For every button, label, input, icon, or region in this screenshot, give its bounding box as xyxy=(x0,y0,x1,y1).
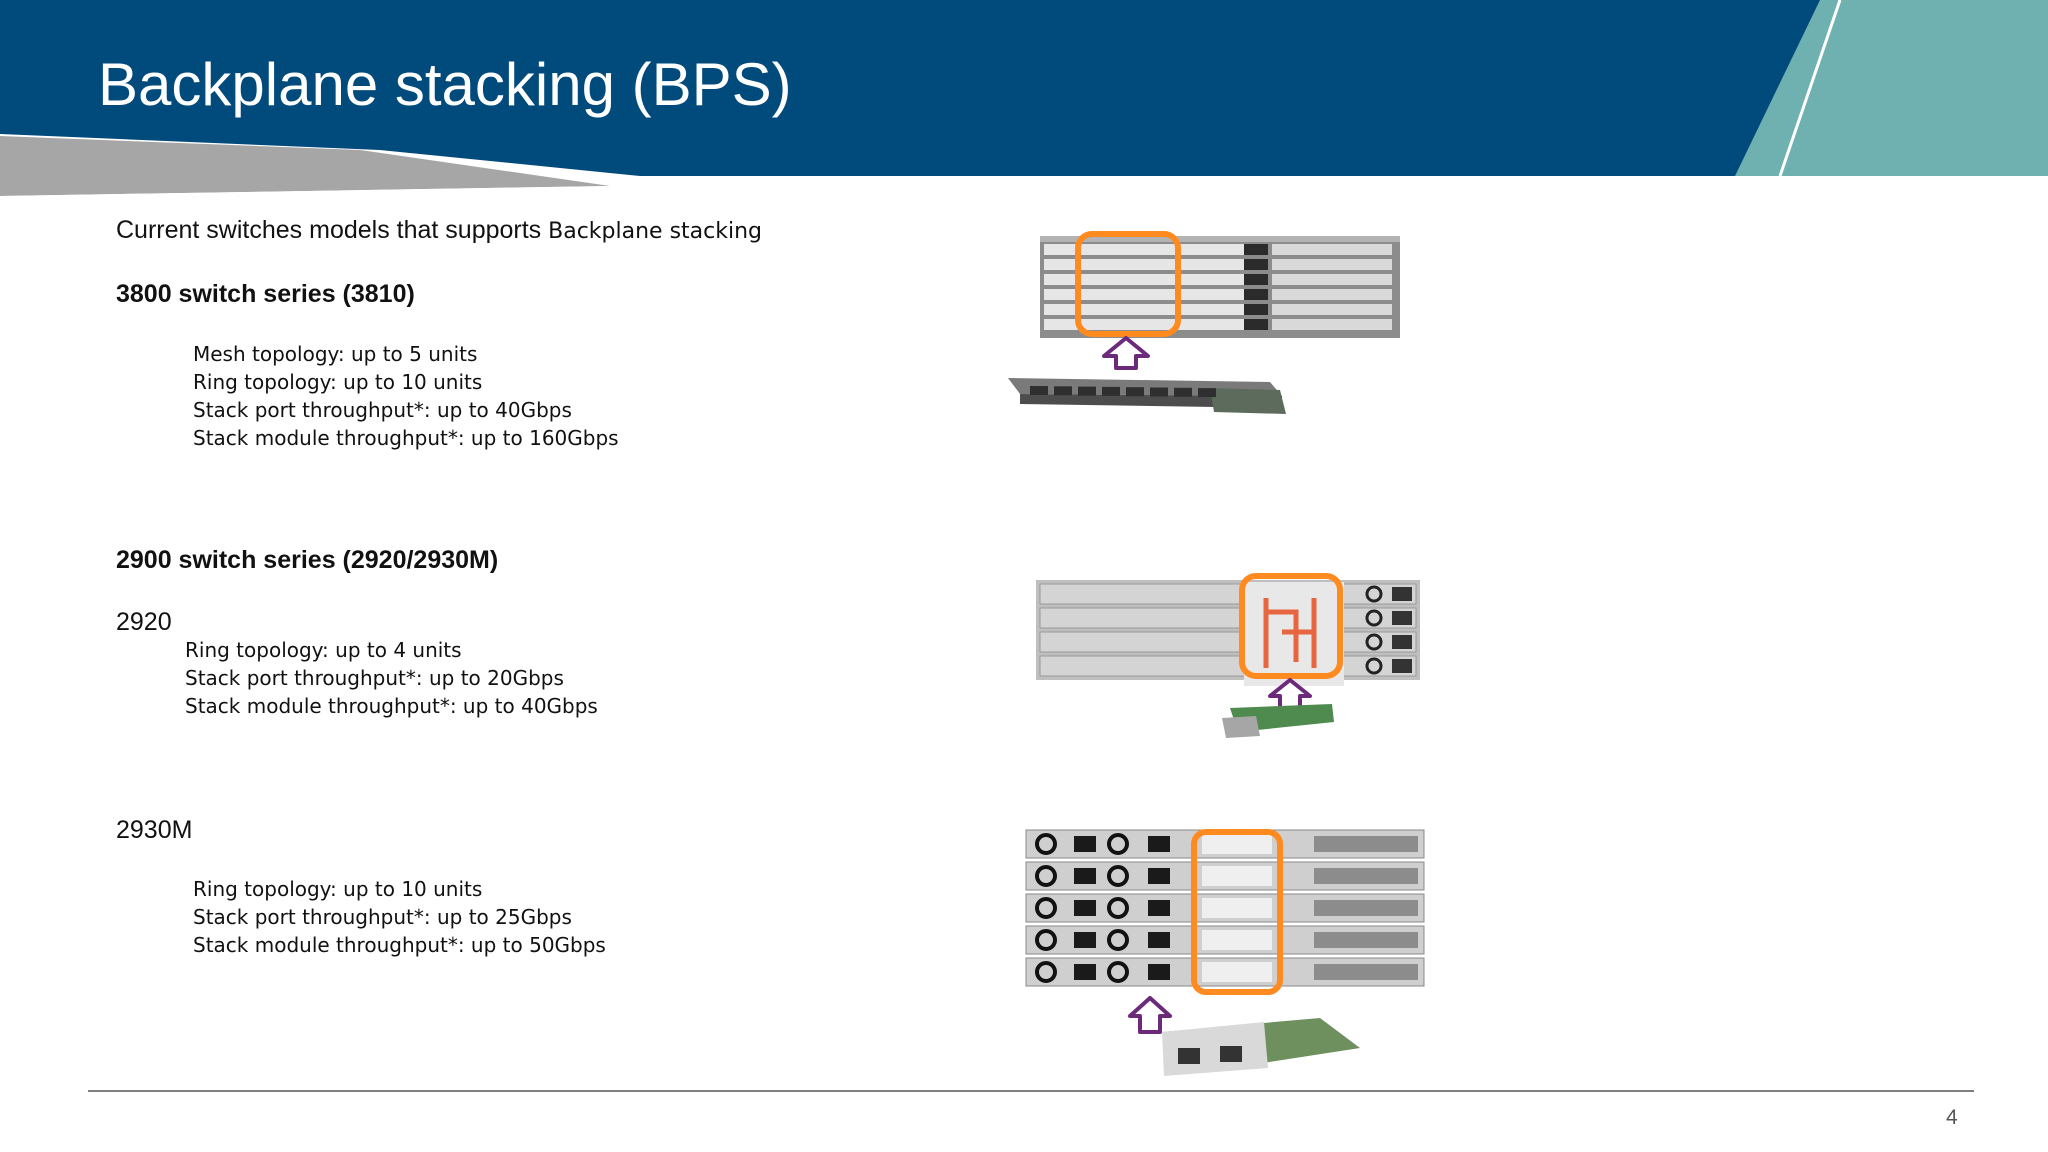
spec-item: Stack port throughput*: up to 40Gbps xyxy=(193,398,572,422)
stack-module-image xyxy=(1222,704,1334,738)
highlight-box xyxy=(1075,231,1181,337)
spec-list-3810: Mesh topology: up to 5 units Ring topolo… xyxy=(193,340,619,452)
switch-unit xyxy=(1039,631,1417,653)
highlight-box xyxy=(1239,573,1343,679)
spec-item: Ring topology: up to 4 units xyxy=(185,638,462,662)
switch-unit xyxy=(1039,607,1417,629)
highlight-box xyxy=(1191,829,1283,995)
page-title: Backplane stacking (BPS) xyxy=(98,51,792,118)
intro-text: Current switches models that supports Ba… xyxy=(116,216,762,245)
switch-stack-2920-image xyxy=(1036,573,1420,738)
spec-item: Stack module throughput*: up to 160Gbps xyxy=(193,426,619,450)
header-banner xyxy=(0,0,2048,200)
switch-unit xyxy=(1044,319,1244,330)
spec-item: Stack port throughput*: up to 25Gbps xyxy=(193,905,572,929)
model-heading-2930m: 2930M xyxy=(116,816,193,844)
switch-stack-2930m-image xyxy=(1025,829,1425,1076)
page-number: 4 xyxy=(1946,1106,1958,1129)
switch-stack-3810-image xyxy=(1008,231,1400,414)
spec-item: Stack module throughput*: up to 50Gbps xyxy=(193,933,606,957)
switch-unit xyxy=(1044,259,1244,270)
spec-item: Ring topology: up to 10 units xyxy=(193,370,483,394)
switch-unit xyxy=(1044,289,1244,300)
spec-item: Stack module throughput*: up to 40Gbps xyxy=(185,694,598,718)
up-arrow-icon xyxy=(1128,996,1172,1034)
spec-item: Mesh topology: up to 5 units xyxy=(193,342,478,366)
spec-list-2930m: Ring topology: up to 10 units Stack port… xyxy=(193,875,606,959)
spec-item: Stack port throughput*: up to 20Gbps xyxy=(185,666,564,690)
spec-list-2920: Ring topology: up to 4 units Stack port … xyxy=(185,636,598,720)
up-arrow-icon xyxy=(1102,336,1150,370)
spec-item: Ring topology: up to 10 units xyxy=(193,877,483,901)
intro-small: Backplane stacking xyxy=(548,219,763,244)
switch-unit xyxy=(1039,655,1417,677)
switch-unit xyxy=(1044,304,1244,315)
series-heading-3800: 3800 switch series (3810) xyxy=(116,280,415,308)
footer-divider xyxy=(88,1090,1974,1092)
series-heading-2900: 2900 switch series (2920/2930M) xyxy=(116,546,499,574)
switch-unit xyxy=(1039,583,1417,605)
stack-module-image xyxy=(1162,1018,1360,1076)
stack-module-image xyxy=(1008,378,1286,414)
model-heading-2920: 2920 xyxy=(116,608,172,636)
intro-main: Current switches models that supports xyxy=(116,216,549,244)
switch-unit xyxy=(1044,274,1244,285)
switch-unit xyxy=(1044,244,1244,255)
